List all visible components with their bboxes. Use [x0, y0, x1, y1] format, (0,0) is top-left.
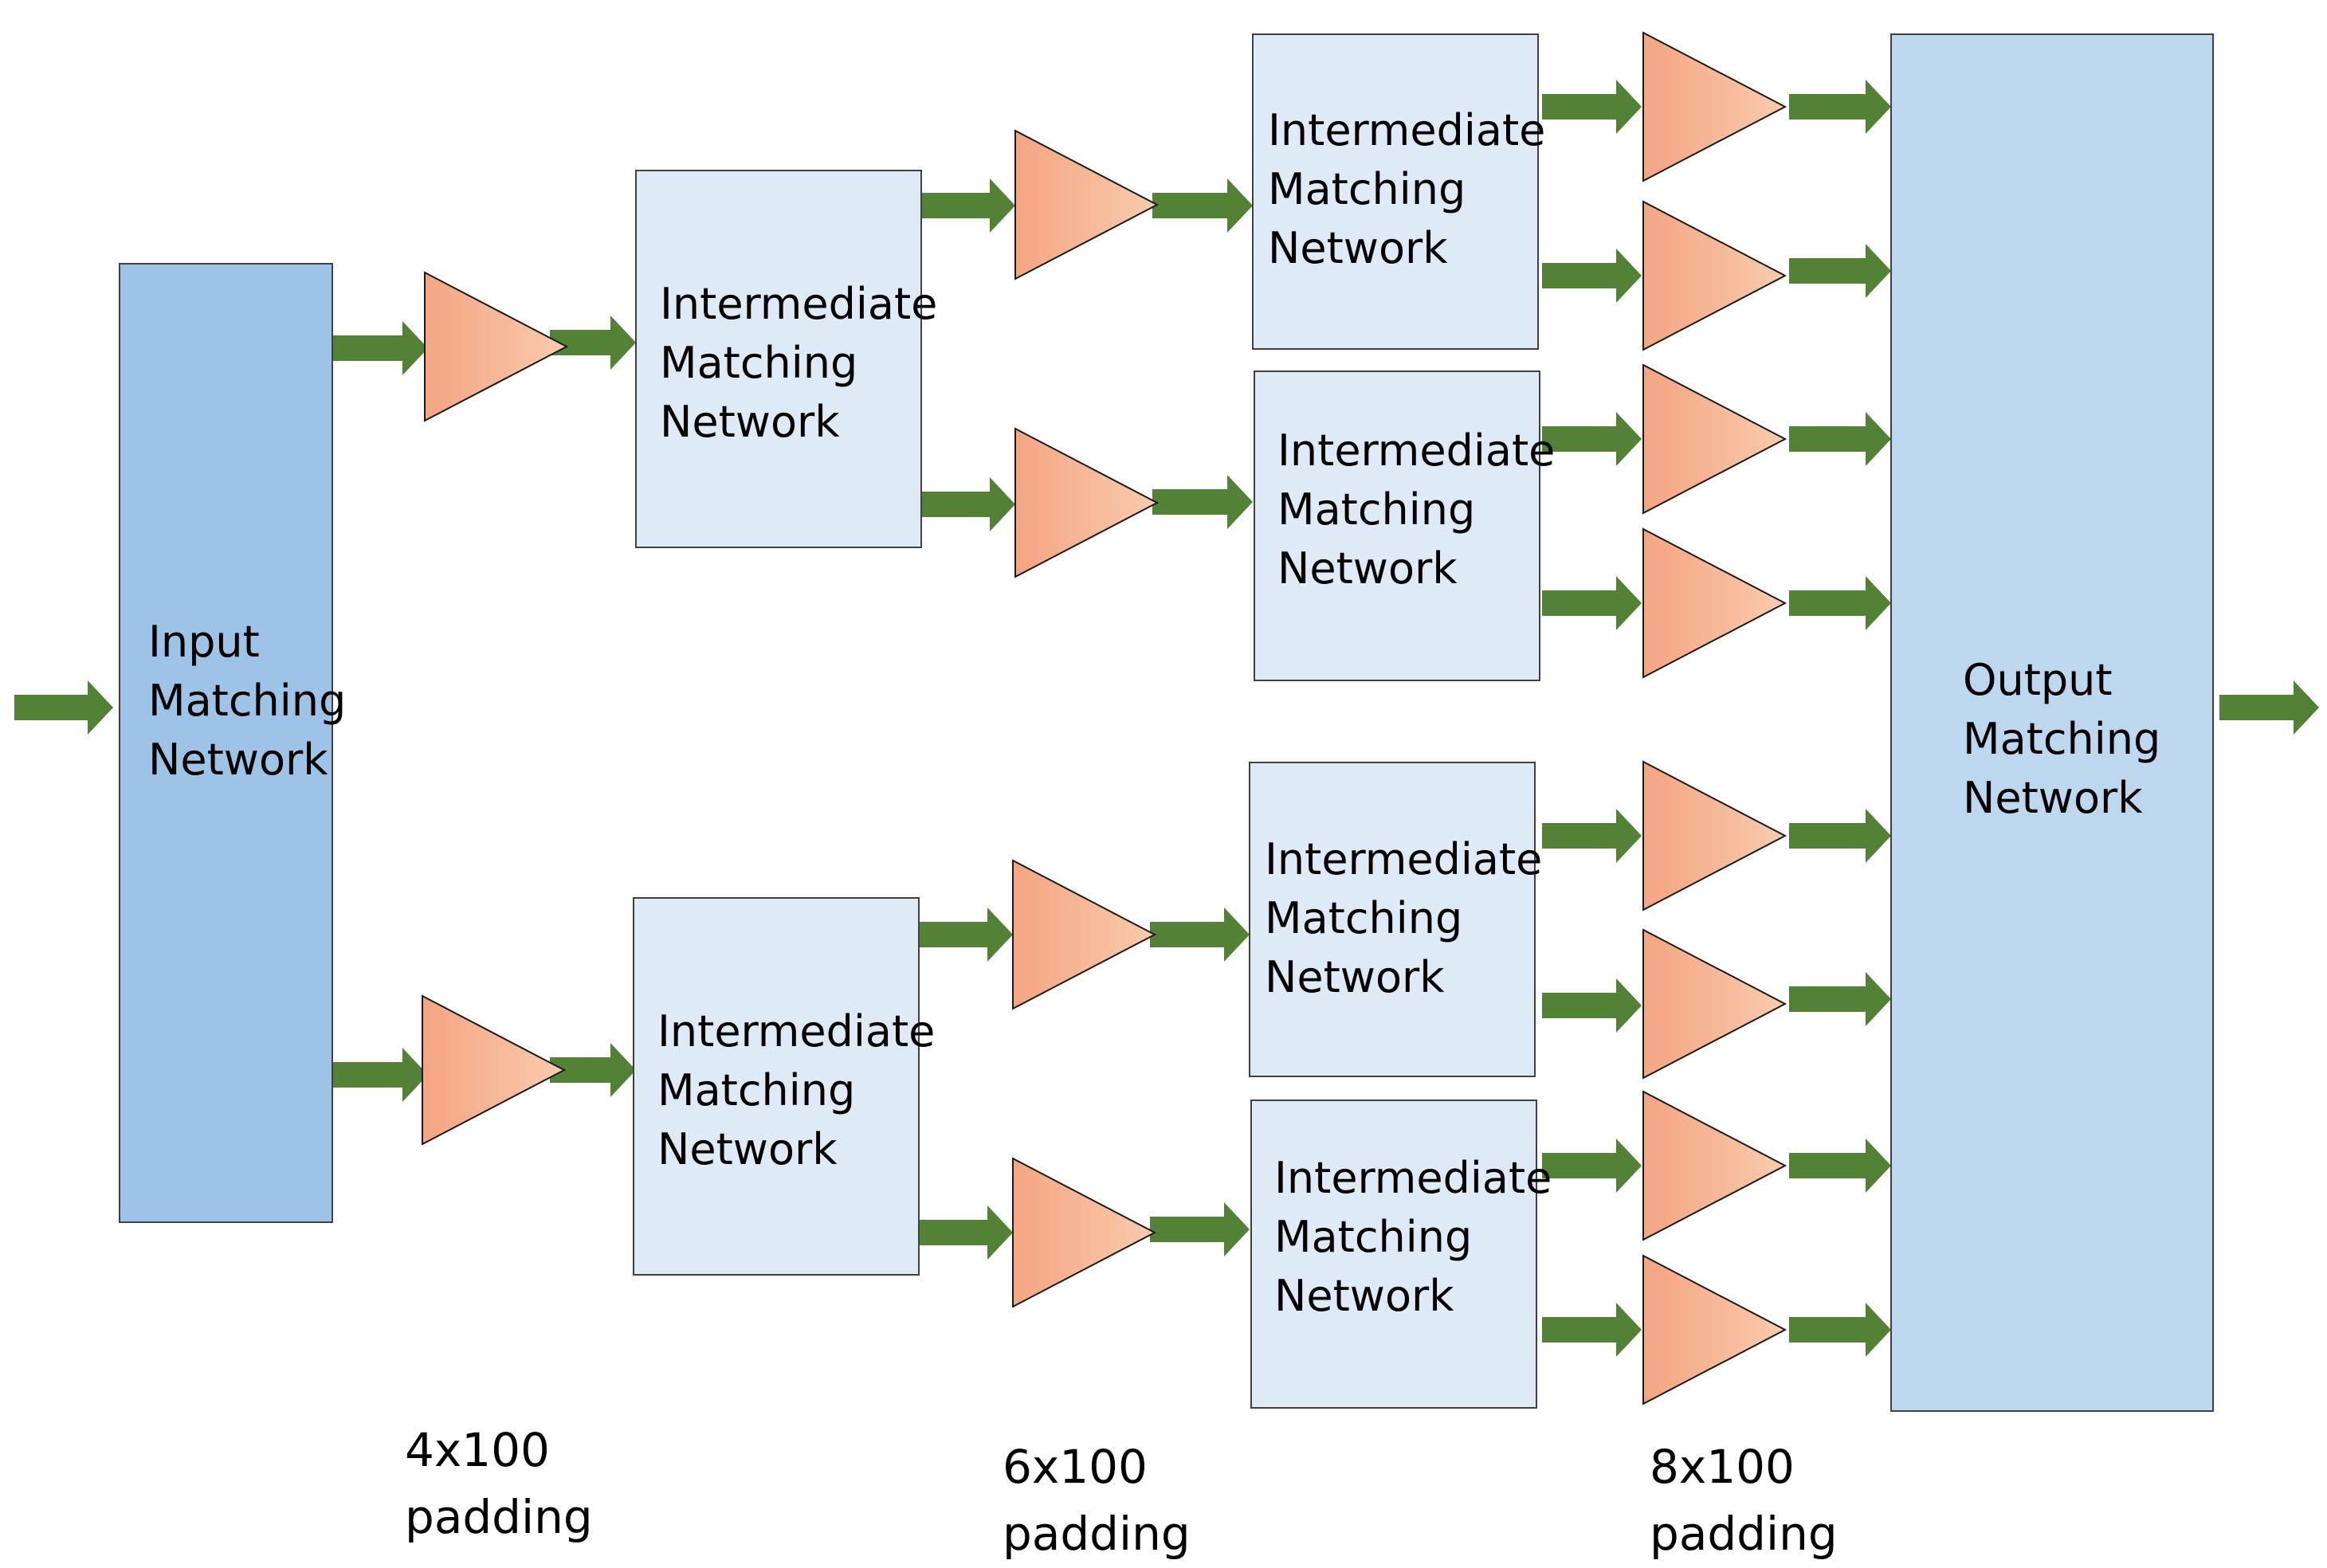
intermediate-label-line1: Intermediate — [1277, 425, 1555, 476]
input-block-label-line1: Input — [148, 617, 260, 667]
triangle-amplifier-icon — [1014, 129, 1160, 280]
input-block-label-line2: Matching — [148, 676, 346, 726]
intermediate-label-line2: Matching — [660, 338, 857, 388]
stage-label-8x100: 8x100 padding — [1650, 1440, 1838, 1561]
intermediate-label-line2: Matching — [1277, 484, 1475, 535]
intermediate-label-line3: Network — [1274, 1271, 1454, 1321]
right-arrow-icon — [1542, 1139, 1642, 1193]
intermediate-label-line3: Network — [660, 397, 840, 447]
intermediate-matching-network: Intermediate Matching Network — [1250, 1100, 1552, 1409]
intermediate-label-line2: Matching — [1265, 893, 1462, 943]
stage-label-line1: 8x100 — [1650, 1440, 1795, 1494]
triangle-amplifier-icon — [1012, 1157, 1157, 1308]
triangle-amplifier-icon — [1642, 928, 1787, 1080]
triangle-amplifier-icon — [1642, 760, 1787, 911]
intermediate-matching-network: Intermediate Matching Network — [633, 897, 935, 1276]
right-arrow-icon — [1150, 1202, 1250, 1256]
right-arrow-icon — [332, 321, 428, 375]
stage-label-line2: padding — [1650, 1507, 1838, 1561]
right-arrow-icon — [1542, 80, 1642, 134]
input-matching-network-box — [119, 263, 333, 1223]
intermediate-matching-network-box — [633, 897, 920, 1276]
stage-label-6x100: 6x100 padding — [1003, 1440, 1191, 1561]
stage-label-line1: 4x100 — [405, 1423, 550, 1477]
intermediate-matching-network: Intermediate Matching Network — [1254, 370, 1555, 681]
triangle-amplifier-icon — [1642, 1254, 1787, 1405]
right-arrow-icon — [2219, 680, 2319, 735]
stage-label-line2: padding — [405, 1490, 593, 1544]
triangle-amplifier-icon — [422, 994, 567, 1146]
amplifiers-layer — [422, 31, 1787, 1405]
output-block-label-line1: Output — [1963, 655, 2113, 705]
right-arrow-icon — [1789, 244, 1891, 298]
stage-label-line2: padding — [1003, 1507, 1191, 1561]
intermediate-label-line3: Network — [1265, 952, 1445, 1002]
right-arrow-icon — [1542, 576, 1642, 630]
right-arrow-icon — [919, 1205, 1013, 1260]
right-arrow-icon — [1789, 1303, 1891, 1357]
intermediate-label-line1: Intermediate — [1268, 105, 1545, 155]
right-arrow-icon — [332, 1048, 428, 1102]
right-arrow-icon — [1150, 907, 1250, 962]
intermediate-label-line2: Matching — [1274, 1212, 1472, 1262]
stage-label-line1: 6x100 — [1003, 1440, 1148, 1494]
right-arrow-icon — [1789, 412, 1891, 466]
arrows-layer — [14, 80, 2319, 1357]
right-arrow-icon — [1542, 249, 1642, 303]
right-arrow-icon — [1542, 809, 1642, 863]
right-arrow-icon — [14, 680, 113, 735]
triangle-amplifier-icon — [1014, 427, 1160, 578]
right-arrow-icon — [1789, 809, 1891, 863]
intermediate-label-line1: Intermediate — [660, 279, 937, 329]
intermediate-label-line3: Network — [1268, 223, 1448, 273]
triangle-amplifier-icon — [1642, 200, 1787, 351]
triangle-amplifier-icon — [424, 271, 569, 422]
right-arrow-icon — [921, 477, 1015, 531]
intermediate-matching-network-box — [1254, 370, 1540, 681]
right-arrow-icon — [1789, 972, 1891, 1026]
right-arrow-icon — [550, 316, 636, 370]
intermediate-matching-network-box — [1250, 1100, 1537, 1409]
output-block-label-line2: Matching — [1963, 714, 2160, 764]
intermediate-label-line2: Matching — [657, 1065, 855, 1115]
triangle-amplifier-icon — [1642, 31, 1787, 182]
intermediate-label-line3: Network — [657, 1124, 838, 1174]
intermediate-label-line1: Intermediate — [1274, 1153, 1552, 1203]
right-arrow-icon — [1542, 978, 1642, 1033]
output-matching-network-box — [1890, 33, 2214, 1412]
right-arrow-icon — [1789, 80, 1891, 134]
intermediate-label-line1: Intermediate — [657, 1006, 935, 1056]
right-arrow-icon — [1152, 475, 1253, 529]
right-arrow-icon — [1542, 1303, 1642, 1357]
output-block-label-line3: Network — [1963, 773, 2143, 823]
output-matching-network: Output Matching Network — [1890, 33, 2214, 1412]
intermediate-matching-network: Intermediate Matching Network — [1252, 33, 1545, 350]
intermediate-matching-network-box — [1249, 762, 1536, 1077]
stage-label-4x100: 4x100 padding — [405, 1423, 593, 1544]
right-arrow-icon — [921, 178, 1015, 233]
input-matching-network: Input Matching Network — [119, 263, 346, 1223]
right-arrow-icon — [1789, 1139, 1891, 1193]
triangle-amplifier-icon — [1642, 363, 1787, 515]
triangle-amplifier-icon — [1642, 1090, 1787, 1241]
right-arrow-icon — [550, 1043, 636, 1097]
intermediate-label-line2: Matching — [1268, 164, 1466, 214]
boxes-layer: Input Matching Network Intermediate Matc… — [119, 33, 2214, 1561]
intermediate-matching-network: Intermediate Matching Network — [635, 170, 937, 548]
triangle-amplifier-icon — [1642, 527, 1787, 679]
right-arrow-icon — [1789, 576, 1891, 630]
intermediate-matching-network-box — [1252, 33, 1539, 350]
right-arrow-icon — [1152, 178, 1253, 233]
intermediate-label-line3: Network — [1277, 543, 1458, 594]
right-arrow-icon — [1542, 412, 1642, 466]
intermediate-matching-network-box — [635, 170, 922, 548]
intermediate-label-line1: Intermediate — [1265, 834, 1542, 884]
right-arrow-icon — [919, 907, 1013, 962]
input-block-label-line3: Network — [148, 735, 328, 785]
triangle-amplifier-icon — [1012, 859, 1157, 1010]
intermediate-matching-network: Intermediate Matching Network — [1249, 762, 1542, 1077]
